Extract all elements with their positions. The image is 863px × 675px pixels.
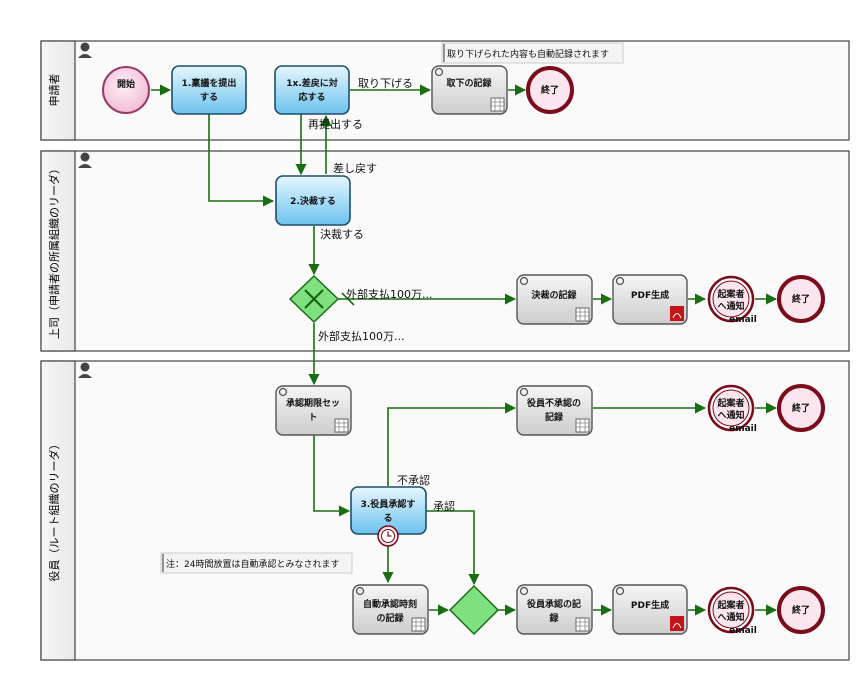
task-submit[interactable]: 1.稟議を提出 する [171, 65, 247, 115]
task-pdf-1[interactable]: PDF生成 [612, 274, 688, 325]
end-event-3[interactable]: 終了 [777, 384, 825, 432]
gear-icon [278, 387, 288, 397]
task-reject-record-line1: 役員不承認の [526, 397, 581, 409]
task-deadline-line2: ト [308, 412, 317, 423]
gear-icon [519, 276, 529, 286]
notify-3-line2: へ通知 [717, 611, 744, 623]
end-1-label: 終了 [541, 84, 559, 96]
notify-3-line1: 起案者 [716, 599, 744, 611]
task-deadline-set[interactable]: 承認期限セッ ト [275, 385, 352, 436]
task-decide[interactable]: 2.決裁する [275, 175, 351, 226]
task-pdf-2-label: PDF生成 [631, 599, 669, 611]
flow-label-decided: 決裁する [320, 228, 364, 241]
task-deadline-line1: 承認期限セッ [286, 397, 340, 409]
task-reject-record-line2: 記録 [545, 411, 564, 423]
gear-icon [519, 387, 529, 397]
notify-event-2[interactable]: 起案者 へ通知 email [707, 384, 757, 434]
lane-label-applicant: 申請者 [47, 74, 61, 107]
flow-lines [151, 84, 778, 616]
spreadsheet-icon [575, 307, 590, 322]
note-withdraw-text: 取り下げられた内容も自動記録されます [447, 48, 609, 60]
gateway-merge[interactable] [448, 584, 500, 636]
note-withdraw: 取り下げられた内容も自動記録されます [441, 42, 624, 64]
task-pdf-1-label: PDF生成 [631, 289, 669, 301]
task-approve-line1: 3.役員承認す [361, 498, 416, 510]
start-event[interactable]: 開始 [102, 66, 150, 114]
gear-icon [434, 67, 444, 77]
task-auto-record[interactable]: 自動承認時刻 の記録 [352, 584, 429, 635]
task-approve-record-line1: 役員承認の記 [526, 598, 581, 610]
notify-2-line1: 起案者 [716, 397, 744, 409]
task-decide-label: 2.決裁する [290, 195, 336, 207]
task-auto-record-line1: 自動承認時刻 [363, 598, 417, 610]
notify-1-email: email [729, 315, 757, 325]
end-4-label: 終了 [792, 604, 810, 616]
person-icon [78, 42, 92, 58]
gear-icon [615, 586, 625, 596]
spreadsheet-icon [334, 418, 349, 433]
notify-event-3[interactable]: 起案者 へ通知 email [707, 586, 757, 636]
end-event-2[interactable]: 終了 [777, 275, 825, 323]
timer-icon[interactable] [377, 525, 399, 547]
note-auto-approve: 注：24時間放置は自動承認とみなされます [160, 552, 353, 574]
gear-icon [519, 586, 529, 596]
end-3-label: 終了 [792, 402, 810, 414]
notify-event-1[interactable]: 起案者 へ通知 email [707, 275, 757, 325]
end-2-label: 終了 [792, 293, 810, 305]
start-label: 開始 [117, 78, 135, 90]
notify-2-line2: へ通知 [717, 409, 744, 421]
gear-icon [355, 586, 365, 596]
flow-labels: 取り下げる 再提出する 差し戻す 決裁する 外部支払100万... 外部支払10… [308, 77, 455, 513]
notify-2-email: email [729, 424, 757, 434]
gateway-exclusive[interactable] [288, 274, 340, 324]
lane-label-manager: 上司（申請者の所属組織のリーダ） [47, 163, 61, 339]
task-reject-record[interactable]: 役員不承認の 記録 [516, 385, 593, 436]
gear-icon [615, 276, 625, 286]
flow-label-approve: 承認 [433, 499, 455, 513]
task-submit-line2: する [200, 92, 218, 103]
lane-label-executive: 役員（ルート組織のリーダ） [47, 439, 61, 582]
person-icon [78, 362, 92, 378]
task-auto-record-line2: の記録 [376, 612, 404, 624]
task-pdf-2[interactable]: PDF生成 [612, 584, 688, 635]
spreadsheet-icon [575, 418, 590, 433]
task-decision-record[interactable]: 決裁の記録 [516, 274, 593, 325]
spreadsheet-icon [411, 617, 426, 632]
end-event-4[interactable]: 終了 [777, 586, 825, 634]
task-decision-record-label: 決裁の記録 [531, 289, 577, 301]
task-approve-record-line2: 録 [549, 612, 559, 624]
task-withdraw-record-label: 取下の記録 [446, 77, 492, 89]
task-submit-line1: 1.稟議を提出 [182, 77, 237, 89]
spreadsheet-icon [490, 97, 505, 112]
task-withdraw-record[interactable]: 取下の記録 [431, 65, 508, 115]
task-resubmit[interactable]: 1x.差戻に対 応する [274, 65, 350, 115]
task-approve-record[interactable]: 役員承認の記 録 [516, 584, 593, 635]
task-resubmit-line2: 応する [298, 91, 325, 103]
task-approve-line2: る [383, 513, 392, 524]
spreadsheet-icon [575, 617, 590, 632]
flow-label-resubmit: 再提出する [308, 117, 363, 131]
notify-1-line2: へ通知 [717, 300, 744, 312]
notify-1-line1: 起案者 [716, 288, 744, 300]
flow-label-reject: 不承認 [397, 473, 430, 487]
person-icon [78, 152, 92, 168]
pdf-icon [670, 616, 684, 631]
flow-label-sendback: 差し戻す [333, 161, 377, 175]
task-resubmit-line1: 1x.差戻に対 [286, 77, 338, 89]
note-auto-approve-text: 注：24時間放置は自動承認とみなされます [166, 558, 339, 570]
notify-3-email: email [729, 626, 757, 636]
flow-label-ext-large: 外部支払100万... [318, 329, 405, 343]
end-event-1[interactable]: 終了 [526, 66, 574, 114]
flow-label-withdraw: 取り下げる [358, 77, 413, 90]
flow-label-ext-small: 外部支払100万... [346, 287, 433, 301]
pdf-icon [670, 306, 684, 321]
lane-manager: 上司（申請者の所属組織のリーダ） [40, 150, 850, 352]
